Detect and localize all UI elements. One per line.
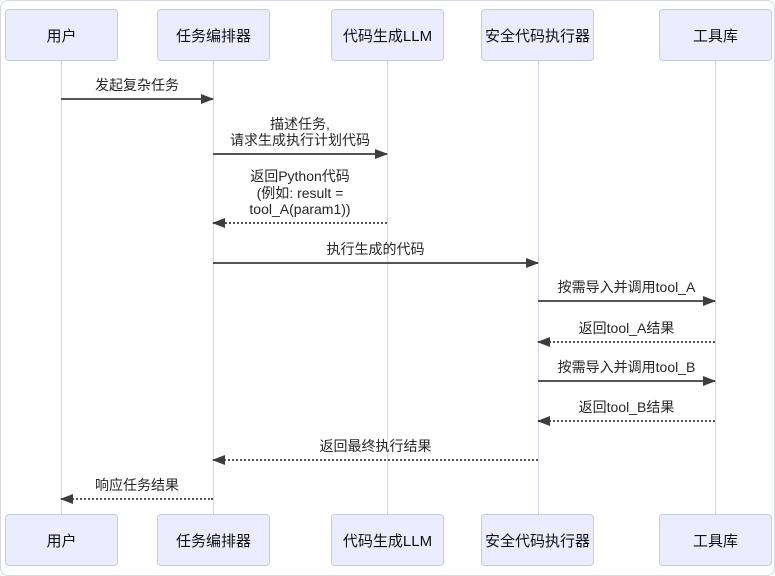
actor-label: 工具库 (692, 27, 738, 45)
arrowhead-right-icon (703, 376, 716, 386)
message-label: 响应任务结果 (95, 477, 179, 494)
message-label: 描述任务, 请求生成执行计划代码 (230, 115, 370, 149)
actor-task-orchestrator-top: 任务编排器 (157, 9, 270, 61)
arrowhead-left-icon (60, 494, 73, 504)
actor-codegen-llm-bottom: 代码生成LLM (331, 514, 444, 566)
lifeline-task-orchestrator (213, 61, 214, 514)
actor-code-executor-top: 安全代码执行器 (481, 9, 594, 61)
actor-label: 任务编排器 (175, 27, 251, 45)
lifeline-user (61, 61, 62, 514)
message-label: 执行生成的代码 (326, 241, 425, 258)
actor-label: 工具库 (692, 532, 738, 550)
actor-label: 代码生成LLM (342, 27, 433, 45)
message-label: 返回Python代码 (例如: result = tool_A(param1)) (249, 168, 351, 218)
message-label: 按需导入并调用tool_B (557, 359, 696, 376)
arrowhead-right-icon (703, 296, 716, 306)
message-arrow (537, 337, 715, 347)
message-arrow (212, 455, 538, 465)
arrowhead-left-icon (537, 337, 550, 347)
arrowhead-right-icon (201, 94, 214, 104)
arrowhead-left-icon (212, 218, 225, 228)
actor-label: 用户 (46, 532, 77, 550)
message-label: 按需导入并调用tool_A (557, 279, 696, 296)
actor-tool-library-bottom: 工具库 (659, 514, 772, 566)
arrowhead-right-icon (375, 149, 388, 159)
message-arrow (538, 296, 716, 306)
actor-label: 任务编排器 (175, 532, 251, 550)
message-arrow (213, 149, 388, 159)
actor-label: 安全代码执行器 (484, 532, 590, 550)
actor-code-executor-bottom: 安全代码执行器 (481, 514, 594, 566)
message-arrow (61, 94, 214, 104)
lifeline-codegen-llm (387, 61, 388, 514)
actor-tool-library-top: 工具库 (659, 9, 772, 61)
message-arrow (537, 416, 715, 426)
actor-user-top: 用户 (5, 9, 118, 61)
message-arrow (213, 258, 539, 268)
message-arrow (60, 494, 213, 504)
lifeline-code-executor (538, 61, 539, 514)
actor-label: 安全代码执行器 (484, 27, 590, 45)
message-label: 返回tool_B结果 (578, 399, 675, 416)
message-arrow (538, 376, 716, 386)
message-label: 返回tool_A结果 (578, 320, 675, 337)
arrowhead-right-icon (526, 258, 539, 268)
actor-task-orchestrator-bottom: 任务编排器 (157, 514, 270, 566)
message-label: 返回最终执行结果 (319, 438, 432, 455)
actor-codegen-llm-top: 代码生成LLM (331, 9, 444, 61)
message-arrow (212, 218, 387, 228)
arrowhead-left-icon (212, 455, 225, 465)
arrowhead-left-icon (537, 416, 550, 426)
message-label: 发起复杂任务 (95, 77, 179, 94)
actor-label: 用户 (46, 27, 77, 45)
lifeline-tool-library (715, 61, 716, 514)
actor-user-bottom: 用户 (5, 514, 118, 566)
actor-label: 代码生成LLM (342, 532, 433, 550)
